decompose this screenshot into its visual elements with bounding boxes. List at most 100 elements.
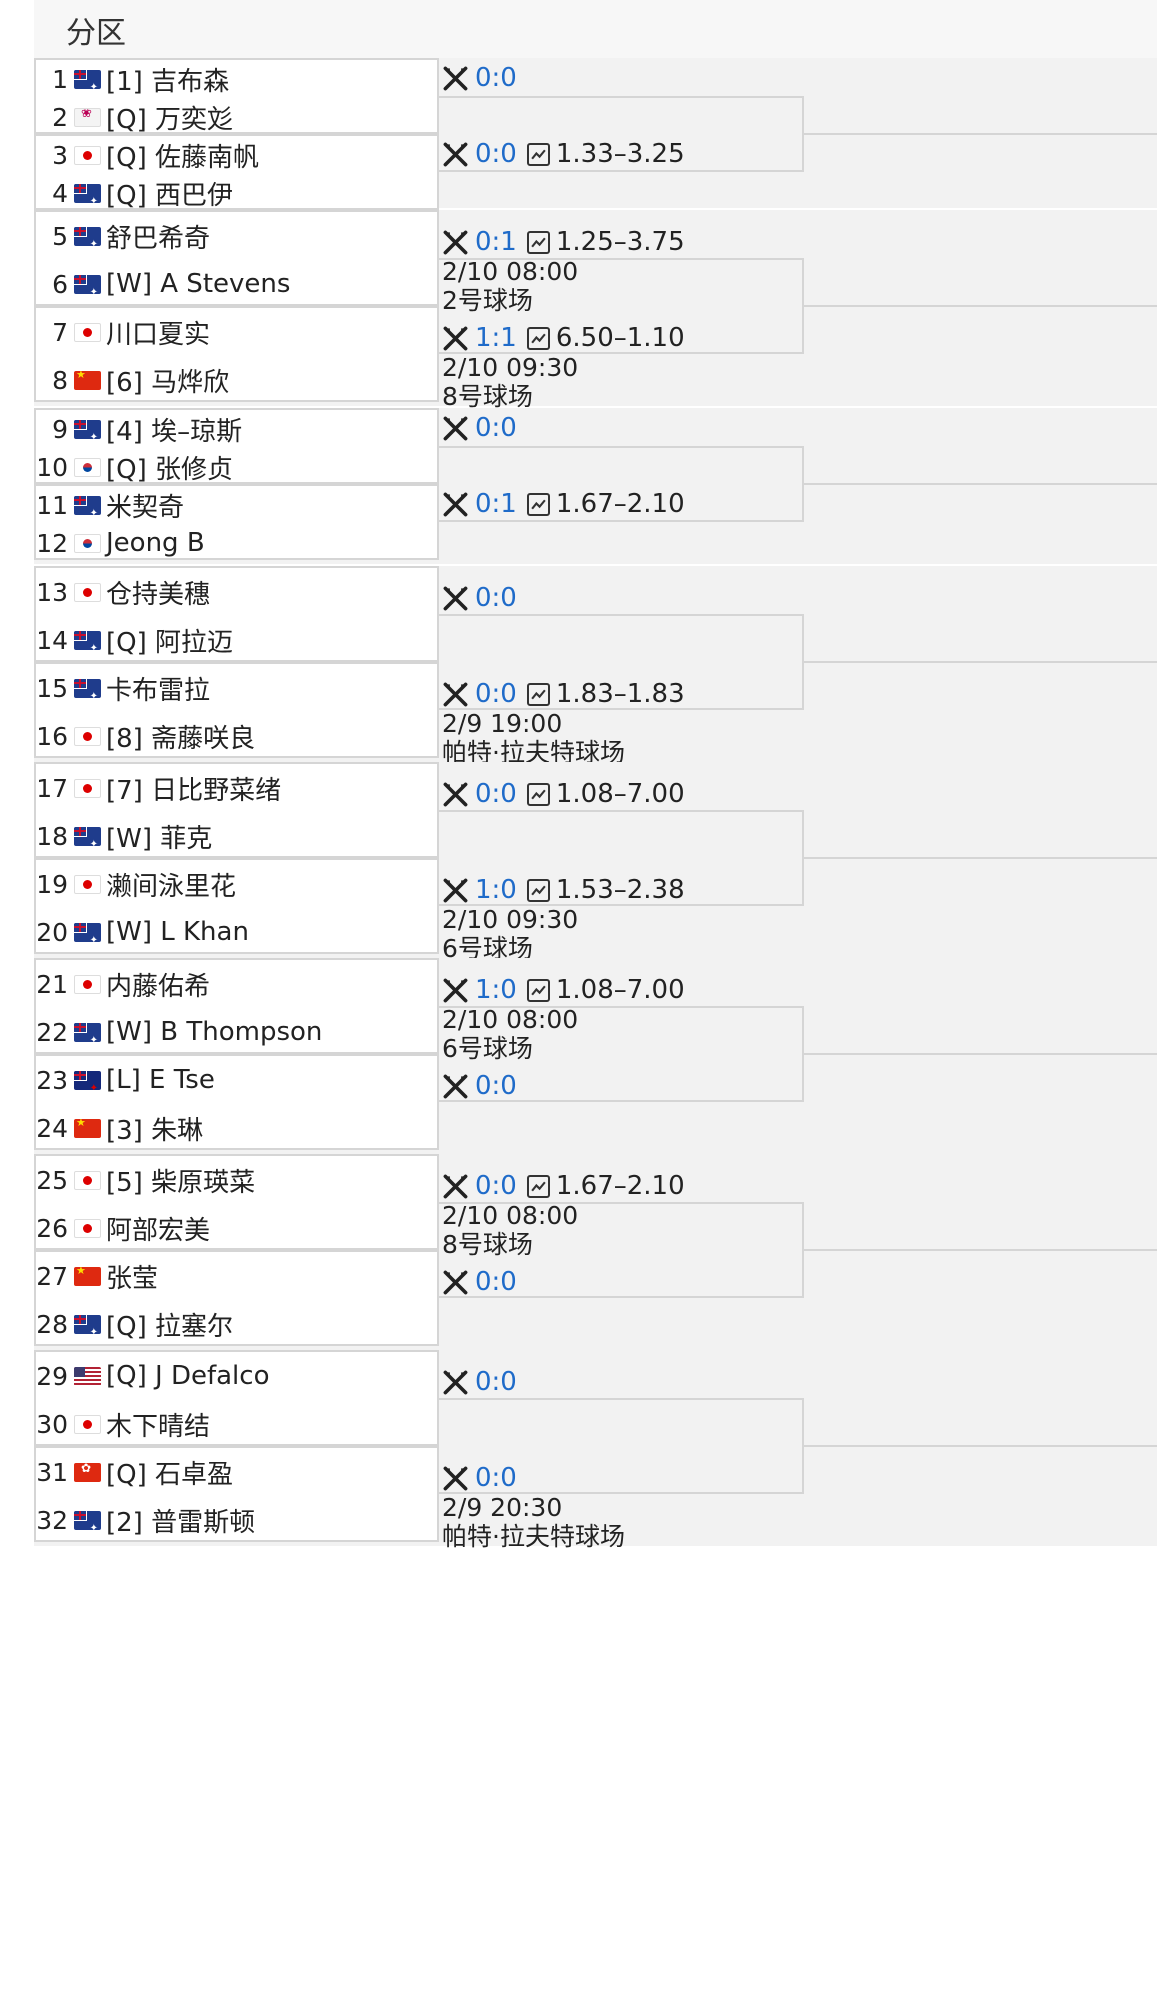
player-row[interactable]: 23[L] E Tse	[36, 1058, 437, 1102]
player-row[interactable]: 2[Q] 万奕彣	[36, 95, 437, 139]
player-name[interactable]: [Q] 万奕彣	[106, 104, 234, 135]
crossed-swords-icon[interactable]	[442, 681, 469, 708]
player-row[interactable]: 30 木下晴结	[36, 1402, 437, 1446]
player-name[interactable]: 内藤佑希	[106, 971, 211, 1002]
player-row[interactable]: 21 内藤佑希	[36, 962, 437, 1006]
trend-chart-icon[interactable]	[526, 683, 550, 706]
player-row[interactable]: 10[Q] 张修贞	[36, 445, 437, 489]
player-name[interactable]: 阿部宏美	[106, 1215, 211, 1246]
crossed-swords-icon[interactable]	[442, 585, 469, 612]
player-name[interactable]: [8] 斋藤咲良	[106, 723, 256, 754]
player-name[interactable]: 川口夏实	[106, 319, 211, 350]
player-name[interactable]: [Q] 石卓盈	[106, 1459, 234, 1490]
player-name[interactable]: Jeong B	[106, 528, 205, 558]
player-row[interactable]: 15 卡布雷拉	[36, 666, 437, 710]
h2h-score[interactable]: 0:0	[475, 1071, 517, 1101]
player-name[interactable]: [3] 朱琳	[106, 1115, 204, 1146]
player-name[interactable]: [Q] 阿拉迈	[106, 627, 234, 658]
player-name[interactable]: [Q] 西巴伊	[106, 180, 234, 211]
trend-chart-icon[interactable]	[526, 231, 550, 254]
player-row[interactable]: 5 舒巴希奇	[36, 214, 437, 258]
player-name[interactable]: [W] 菲克	[106, 823, 213, 854]
match-info[interactable]: 0:0	[442, 1368, 802, 1397]
trend-chart-icon[interactable]	[526, 1175, 550, 1198]
h2h-score[interactable]: 0:0	[475, 583, 517, 613]
player-row[interactable]: 26 阿部宏美	[36, 1206, 437, 1250]
player-row[interactable]: 18[W] 菲克	[36, 814, 437, 858]
player-name[interactable]: [6] 马烨欣	[106, 367, 230, 398]
crossed-swords-icon[interactable]	[442, 325, 469, 352]
crossed-swords-icon[interactable]	[442, 1173, 469, 1200]
player-name[interactable]: [Q] 佐藤南帆	[106, 142, 260, 173]
crossed-swords-icon[interactable]	[442, 977, 469, 1004]
player-name[interactable]: 仓持美穗	[106, 579, 211, 610]
h2h-score[interactable]: 0:0	[475, 1267, 517, 1297]
h2h-score[interactable]: 0:0	[475, 413, 517, 443]
h2h-score[interactable]: 0:0	[475, 1171, 517, 1201]
h2h-score[interactable]: 0:1	[475, 227, 517, 257]
player-row[interactable]: 4[Q] 西巴伊	[36, 171, 437, 215]
player-row[interactable]: 28[Q] 拉塞尔	[36, 1302, 437, 1346]
player-row[interactable]: 24[3] 朱琳	[36, 1106, 437, 1150]
player-name[interactable]: [Q] J Defalco	[106, 1361, 270, 1391]
player-row[interactable]: 16[8] 斋藤咲良	[36, 714, 437, 758]
player-name[interactable]: [L] E Tse	[106, 1065, 215, 1095]
h2h-score[interactable]: 0:0	[475, 779, 517, 809]
player-name[interactable]: 张莹	[106, 1263, 159, 1294]
player-row[interactable]: 8[6] 马烨欣	[36, 358, 437, 402]
player-name[interactable]: [W] A Stevens	[106, 269, 291, 299]
player-row[interactable]: 29[Q] J Defalco	[36, 1354, 437, 1398]
crossed-swords-icon[interactable]	[442, 1465, 469, 1492]
crossed-swords-icon[interactable]	[442, 781, 469, 808]
crossed-swords-icon[interactable]	[442, 1269, 469, 1296]
player-row[interactable]: 1[1] 吉布森	[36, 57, 437, 101]
player-row[interactable]: 7 川口夏实	[36, 310, 437, 354]
player-name[interactable]: 卡布雷拉	[106, 675, 211, 706]
h2h-score[interactable]: 1:1	[475, 323, 517, 353]
player-name[interactable]: 濑间泳里花	[106, 871, 237, 902]
match-info[interactable]: 0:0	[442, 584, 802, 613]
player-name[interactable]: [Q] 张修贞	[106, 454, 234, 485]
h2h-score[interactable]: 0:0	[475, 1463, 517, 1493]
player-row[interactable]: 14[Q] 阿拉迈	[36, 618, 437, 662]
player-row[interactable]: 9[4] 埃–琼斯	[36, 407, 437, 451]
player-row[interactable]: 3[Q] 佐藤南帆	[36, 133, 437, 177]
crossed-swords-icon[interactable]	[442, 1369, 469, 1396]
crossed-swords-icon[interactable]	[442, 65, 469, 92]
crossed-swords-icon[interactable]	[442, 229, 469, 256]
player-name[interactable]: [4] 埃–琼斯	[106, 416, 243, 447]
player-row[interactable]: 27 张莹	[36, 1254, 437, 1298]
player-row[interactable]: 32[2] 普雷斯顿	[36, 1498, 437, 1542]
player-row[interactable]: 6[W] A Stevens	[36, 262, 437, 306]
player-name[interactable]: [W] L Khan	[106, 917, 249, 947]
player-name[interactable]: [2] 普雷斯顿	[106, 1507, 256, 1538]
match-info[interactable]: 0:0	[442, 1268, 802, 1297]
h2h-score[interactable]: 0:0	[475, 139, 517, 169]
player-row[interactable]: 25[5] 柴原瑛菜	[36, 1158, 437, 1202]
player-row[interactable]: 12 Jeong B	[36, 521, 437, 565]
h2h-score[interactable]: 0:0	[475, 63, 517, 93]
crossed-swords-icon[interactable]	[442, 491, 469, 518]
trend-chart-icon[interactable]	[526, 879, 550, 902]
player-row[interactable]: 17[7] 日比野菜绪	[36, 766, 437, 810]
crossed-swords-icon[interactable]	[442, 415, 469, 442]
trend-chart-icon[interactable]	[526, 327, 550, 350]
match-info[interactable]: 0:0	[442, 1072, 802, 1101]
player-row[interactable]: 20[W] L Khan	[36, 910, 437, 954]
